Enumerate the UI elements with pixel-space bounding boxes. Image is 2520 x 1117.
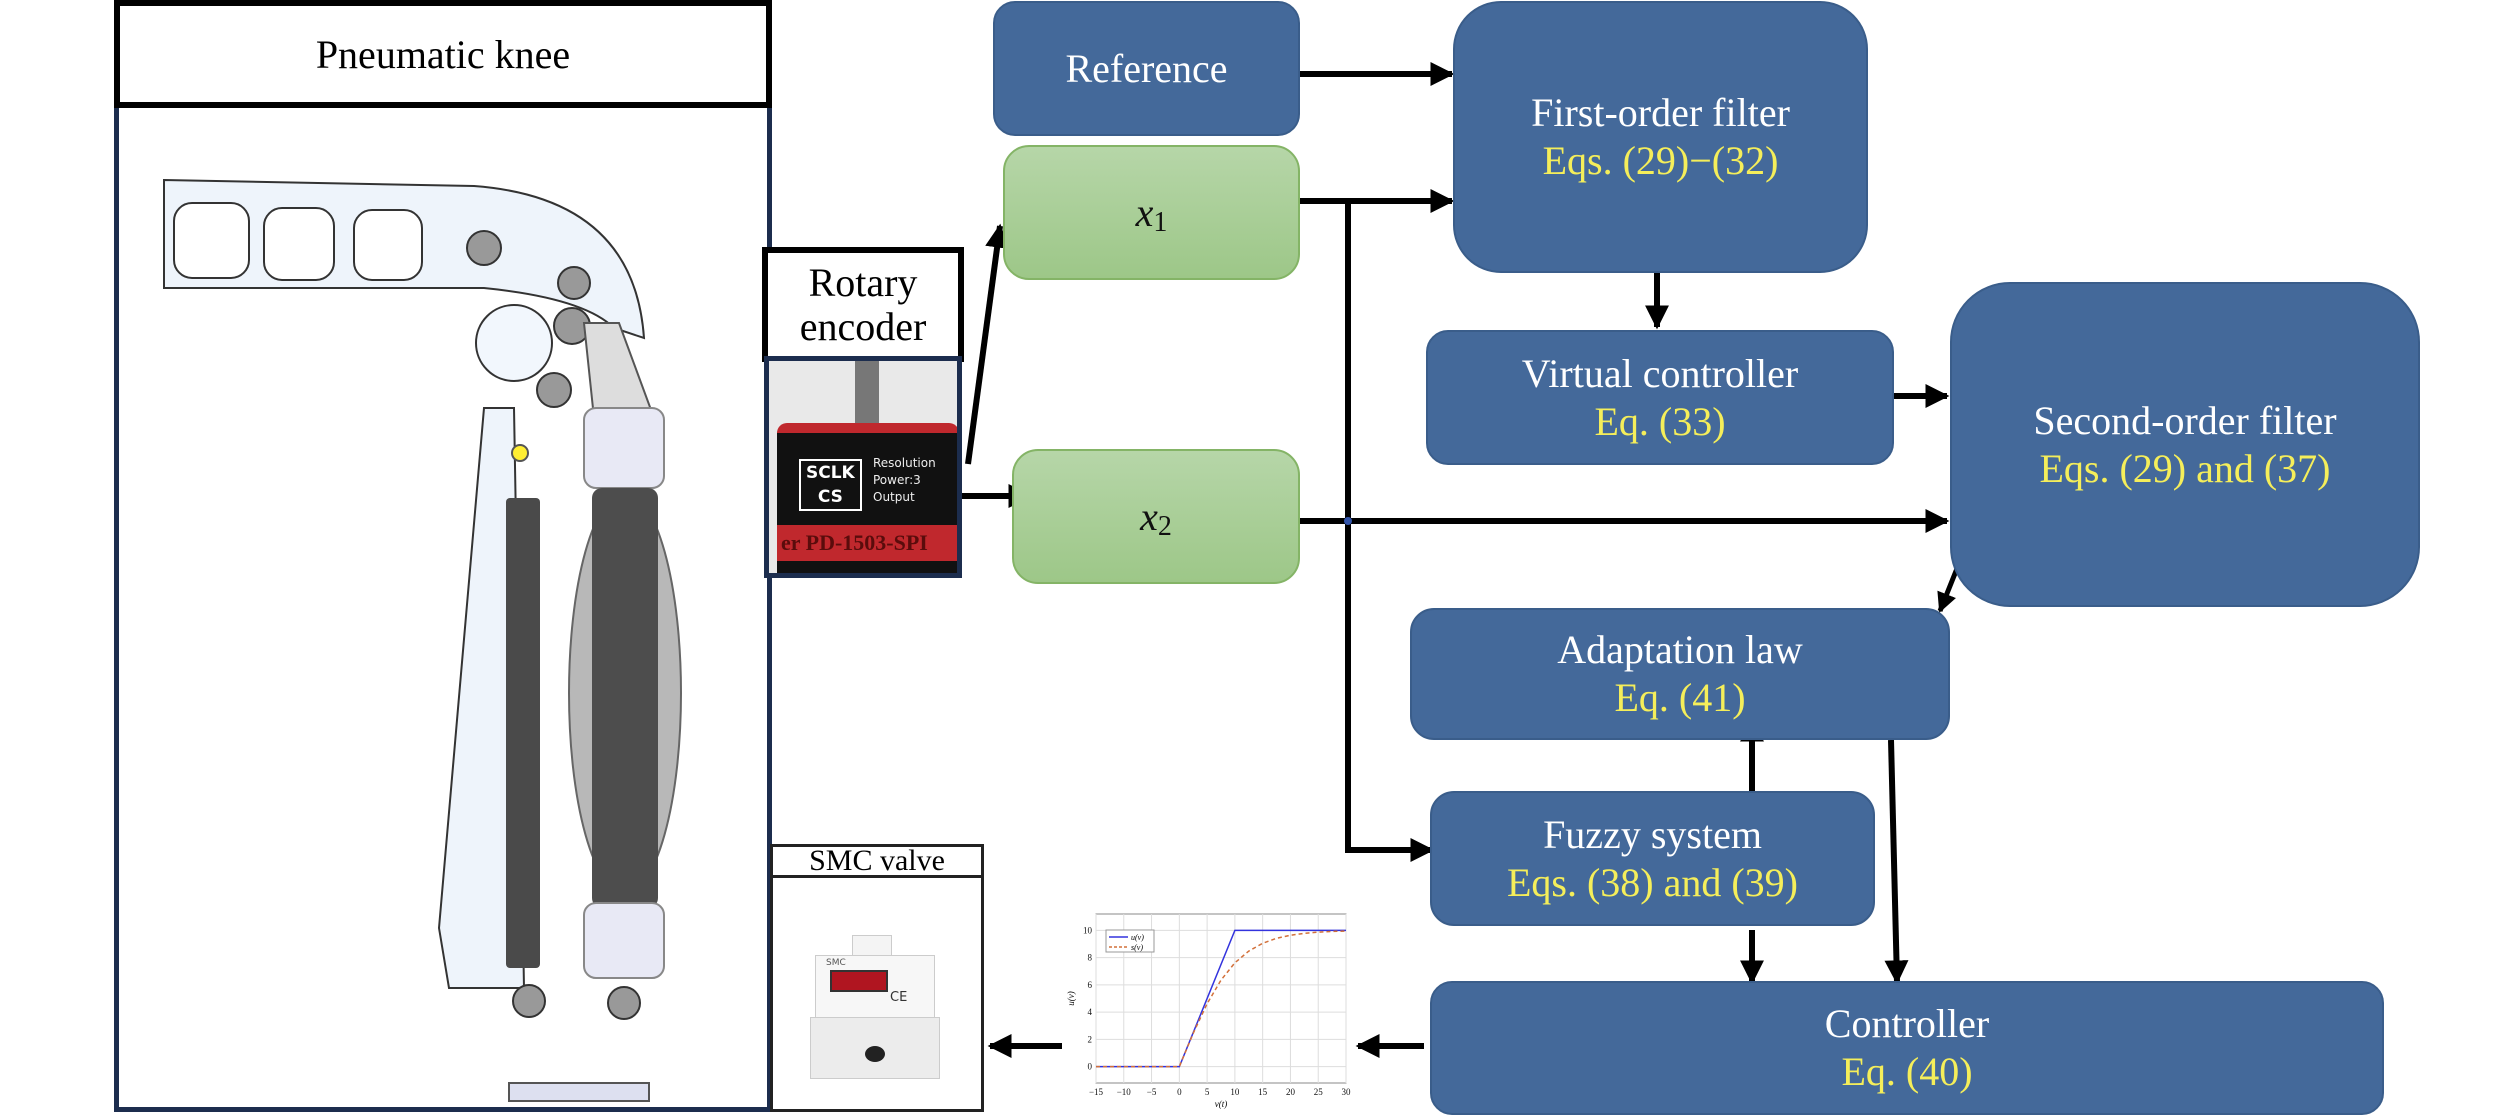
arrow-x1-to-fuzzy-system bbox=[1345, 201, 1435, 862]
shank-link bbox=[437, 407, 526, 989]
encoder-spec-1: Resolution bbox=[873, 456, 936, 470]
junction-dot bbox=[1344, 517, 1352, 525]
valve-ce-mark: CE bbox=[890, 990, 908, 1005]
y-tick-label: 0 bbox=[1088, 1062, 1093, 1072]
muscle-body bbox=[592, 488, 658, 908]
rotary-encoder-label: Rotary encoder bbox=[762, 247, 964, 362]
adaptation-law-block: Adaptation law Eq. (41) bbox=[1410, 608, 1950, 740]
virtual-controller-equation: Eq. (33) bbox=[1594, 398, 1726, 444]
knee-drawing bbox=[163, 178, 682, 1102]
y-tick-label: 2 bbox=[1088, 1034, 1093, 1044]
arrow-encoder-to-x1 bbox=[965, 223, 1010, 465]
thigh-window-1 bbox=[173, 202, 250, 279]
legend-box bbox=[1105, 929, 1155, 953]
controller-block: Controller Eq. (40) bbox=[1430, 981, 2384, 1115]
rotary-encoder-label-line1: Rotary bbox=[808, 259, 918, 305]
x-tick-label: −10 bbox=[1117, 1087, 1132, 1097]
valve-lower-body bbox=[810, 1017, 940, 1079]
encoder-model-band: er PD-1503-SPI bbox=[777, 525, 957, 561]
pneumatic-knee-title: Pneumatic knee bbox=[315, 31, 571, 77]
x-tick-label: 20 bbox=[1286, 1087, 1296, 1097]
first-order-filter-block: First-order filter Eqs. (29)−(32) bbox=[1453, 1, 1868, 273]
legend-label: u(v) bbox=[1131, 933, 1144, 942]
thigh-window-2 bbox=[263, 207, 335, 281]
series-line-u bbox=[1096, 929, 1346, 1068]
smc-valve-label: SMC valve bbox=[770, 844, 984, 878]
x-tick-label: −5 bbox=[1147, 1087, 1157, 1097]
series-line-s bbox=[1096, 930, 1347, 1068]
virtual-controller-title: Virtual controller bbox=[1521, 350, 1799, 396]
second-order-filter-block: Second-order filter Eqs. (29) and (37) bbox=[1950, 282, 2420, 607]
encoder-shaft bbox=[855, 361, 879, 431]
joint-pin bbox=[511, 444, 529, 462]
y-axis-label: u(v) bbox=[1066, 991, 1076, 1006]
x-tick-label: 0 bbox=[1177, 1087, 1182, 1097]
y-tick-label: 6 bbox=[1088, 980, 1093, 990]
encoder-spec-2: Power:3 bbox=[873, 473, 921, 487]
pulley-6 bbox=[607, 986, 641, 1020]
x-tick-label: 25 bbox=[1314, 1087, 1324, 1097]
x-axis-label: v(t) bbox=[1215, 1099, 1228, 1109]
muscle-bottom-cap bbox=[583, 902, 665, 979]
x-tick-label: 15 bbox=[1258, 1087, 1268, 1097]
y-tick-label: 10 bbox=[1083, 925, 1093, 935]
encoder-chip-label-2: CS bbox=[817, 487, 843, 507]
pulley-2 bbox=[557, 266, 591, 300]
first-order-filter-title: First-order filter bbox=[1531, 90, 1790, 135]
virtual-controller-block: Virtual controller Eq. (33) bbox=[1426, 330, 1894, 465]
fuzzy-system-block: Fuzzy system Eqs. (38) and (39) bbox=[1430, 791, 1875, 926]
encoder-chip-label-1: SCLK bbox=[806, 463, 855, 483]
valve-port-hole bbox=[865, 1046, 885, 1062]
rotary-encoder-photo: SCLK CS Resolution Power:3 Output er PD-… bbox=[764, 356, 962, 578]
pulley-1 bbox=[466, 230, 502, 266]
fuzzy-system-title: Fuzzy system bbox=[1543, 811, 1762, 857]
x-tick-label: 10 bbox=[1230, 1087, 1240, 1097]
y-tick-label: 4 bbox=[1088, 1007, 1093, 1017]
smc-valve-photo: SMC CE bbox=[800, 935, 950, 1085]
foot-mount bbox=[508, 1082, 650, 1102]
muscle-top-cap bbox=[583, 407, 665, 489]
y-tick-label: 8 bbox=[1088, 953, 1093, 963]
pulley-5 bbox=[512, 984, 546, 1018]
x-tick-label: 30 bbox=[1342, 1087, 1352, 1097]
encoder-model-text: er PD-1503-SPI bbox=[781, 530, 928, 555]
controller-title: Controller bbox=[1824, 1001, 1990, 1046]
state-x1-symbol: x bbox=[1135, 190, 1154, 235]
knee-joint-disc bbox=[475, 304, 553, 382]
arrow-adaptation-law-to-controller bbox=[1884, 739, 1909, 985]
legend-label: s(v) bbox=[1131, 943, 1143, 952]
second-order-filter-equation: Eqs. (29) and (37) bbox=[2039, 445, 2331, 491]
state-x2-subscript: 2 bbox=[1157, 510, 1172, 542]
fuzzy-system-equation: Eqs. (38) and (39) bbox=[1506, 859, 1799, 905]
pulley-4 bbox=[536, 372, 572, 408]
encoder-body: SCLK CS Resolution Power:3 Output er PD-… bbox=[777, 423, 957, 573]
adaptation-law-title: Adaptation law bbox=[1557, 627, 1803, 672]
arrow-second-order-to-adaptation-law bbox=[1937, 565, 1961, 613]
smc-valve-title: SMC valve bbox=[809, 844, 945, 877]
pneumatic-knee-label: Pneumatic knee bbox=[114, 0, 772, 108]
reference-block: Reference bbox=[993, 1, 1300, 136]
second-order-filter-title: Second-order filter bbox=[2033, 397, 2337, 443]
valve-upper-body: SMC CE bbox=[815, 955, 935, 1019]
state-x2-symbol: x bbox=[1140, 494, 1158, 539]
x-tick-label: −15 bbox=[1089, 1087, 1104, 1097]
state-x1-subscript: 1 bbox=[1153, 206, 1168, 238]
damper-rod bbox=[506, 498, 540, 968]
x-tick-label: 5 bbox=[1205, 1087, 1210, 1097]
rotary-encoder-label-line2: encoder bbox=[799, 303, 927, 349]
reference-title: Reference bbox=[1065, 45, 1228, 91]
valve-display bbox=[830, 970, 888, 992]
controller-equation: Eq. (40) bbox=[1841, 1049, 1973, 1094]
valve-brand: SMC bbox=[826, 958, 846, 968]
thigh-window-3 bbox=[353, 209, 423, 281]
encoder-spec-3: Output bbox=[873, 490, 915, 504]
first-order-filter-equation: Eqs. (29)−(32) bbox=[1542, 138, 1779, 183]
adaptation-law-equation: Eq. (41) bbox=[1614, 675, 1746, 720]
